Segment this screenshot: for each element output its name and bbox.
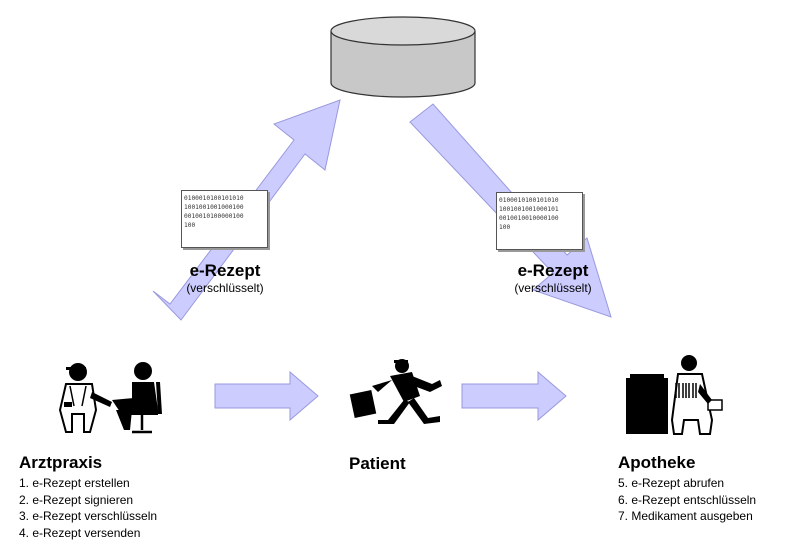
arztpraxis-block: Arztpraxis 1. e-Rezept erstellen 2. e-Re… <box>19 453 157 541</box>
binary-line: 100 <box>499 224 511 231</box>
arztpraxis-steps: 1. e-Rezept erstellen 2. e-Rezept signie… <box>19 475 157 541</box>
step-item: 6. e-Rezept entschlüsseln <box>618 492 757 507</box>
arrow-patient-to-apotheke <box>461 370 567 422</box>
binary-line: 0010010100000100 <box>184 213 244 220</box>
patient-title: Patient <box>349 454 406 473</box>
encrypted-document-card-right: 0100010100101010 1001001001000101 001001… <box>496 192 583 250</box>
apotheke-title: Apotheke <box>618 453 696 472</box>
step-item: 3. e-Rezept verschlüsseln <box>19 509 158 523</box>
apotheke-steps: 5. e-Rezept abrufen 6. e-Rezept entschlü… <box>618 475 756 525</box>
download-label-subtitle: (verschlüsselt) <box>514 281 592 295</box>
step-item: 4. e-Rezept versenden <box>19 525 141 540</box>
upload-label-title: e-Rezept <box>189 261 261 280</box>
pharmacist-icon <box>626 355 723 435</box>
binary-line: 1001001001000100 <box>184 204 244 211</box>
database-cylinder-icon <box>330 16 476 98</box>
step-item: 5. e-Rezept abrufen <box>618 476 725 490</box>
encrypted-document-card-left: 0100010100101010 1001001001000100 001001… <box>181 190 268 248</box>
binary-line: 1001001001000101 <box>499 206 559 213</box>
running-patient-icon <box>349 359 442 424</box>
binary-line: 0100010100101010 <box>499 197 559 204</box>
arztpraxis-title: Arztpraxis <box>19 453 103 472</box>
binary-line: 0100010100101010 <box>184 195 244 202</box>
step-item: 1. e-Rezept erstellen <box>19 476 130 490</box>
apotheke-block: Apotheke 5. e-Rezept abrufen 6. e-Rezept… <box>618 453 756 525</box>
download-label: e-Rezept (verschlüsselt) <box>498 261 608 295</box>
step-item: 7. Medikament ausgeben <box>618 509 753 523</box>
binary-line: 100 <box>184 222 196 229</box>
arrow-arztpraxis-to-patient <box>214 370 319 422</box>
upload-label-subtitle: (verschlüsselt) <box>186 281 264 295</box>
doctor-patient-icon <box>58 362 162 434</box>
binary-line: 0010010010000100 <box>499 215 559 222</box>
upload-label: e-Rezept (verschlüsselt) <box>170 261 280 295</box>
step-item: 2. e-Rezept signieren <box>19 492 134 507</box>
download-label-title: e-Rezept <box>517 261 589 280</box>
